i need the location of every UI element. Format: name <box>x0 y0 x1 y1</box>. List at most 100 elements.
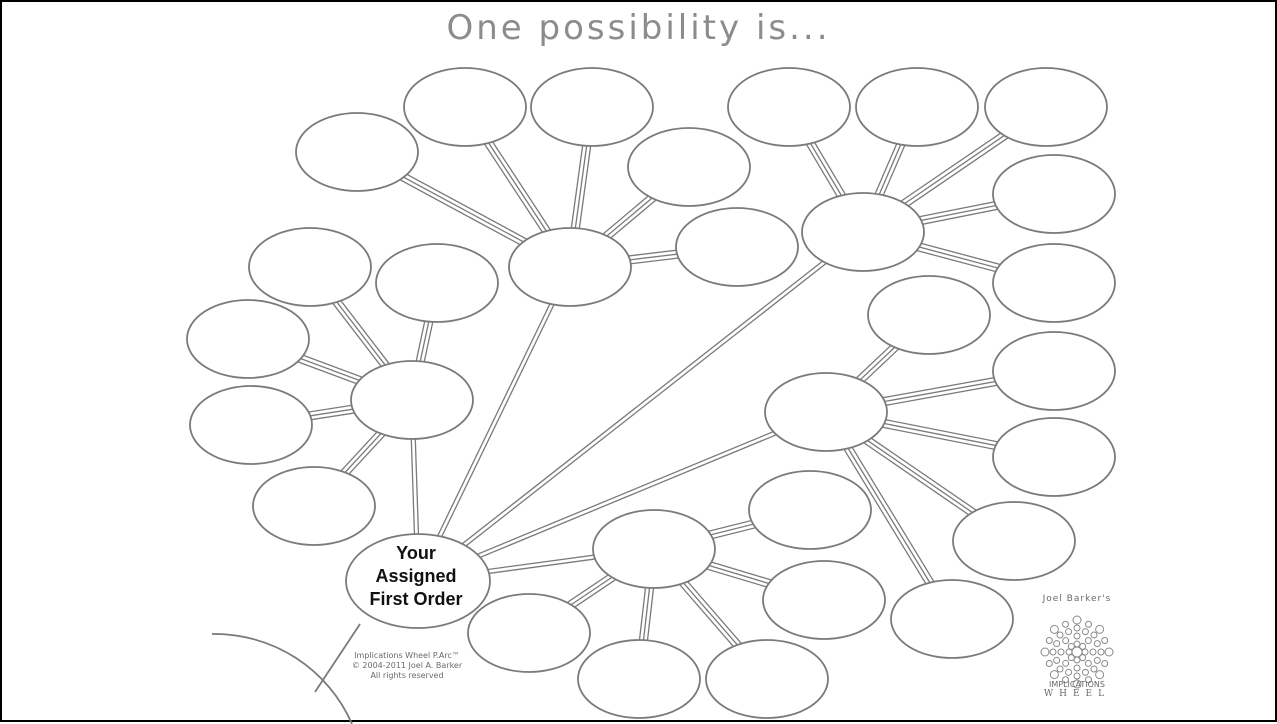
logo-dot <box>1062 637 1070 645</box>
center-label-line1: Your <box>396 543 436 563</box>
implications-wheel-logo-icon <box>1040 615 1114 689</box>
root-connector <box>314 623 361 693</box>
logo-dot <box>1056 631 1064 639</box>
logo-dot <box>1084 620 1092 628</box>
logo-dot <box>1079 654 1087 662</box>
logo-dot <box>1062 620 1070 628</box>
joel-barker-logo: Joel Barker's IMPLICATIONS WHEEL <box>1032 594 1122 699</box>
logo-center-dot <box>1071 646 1083 658</box>
logo-dot <box>1101 637 1109 645</box>
logo-dot <box>1062 676 1070 684</box>
node-bubble-n5d <box>577 639 701 719</box>
node-bubble-n3d <box>189 385 313 465</box>
logo-dot <box>1057 648 1065 656</box>
logo-dot <box>1049 624 1059 634</box>
node-bubble-n4e <box>890 579 1014 659</box>
node-bubble-n3b <box>375 243 499 323</box>
logo-dot <box>1081 668 1089 676</box>
logo-dot <box>1095 624 1105 634</box>
first-order-connector-2-2 <box>418 233 865 584</box>
copyright-notice: Implications Wheel P.Arc™ © 2004-2011 Jo… <box>337 651 477 681</box>
bubble-group <box>186 67 1116 719</box>
logo-bottom-text2: WHEEL <box>1043 689 1111 699</box>
logo-dot <box>1065 668 1073 676</box>
node-bubble-n2 <box>801 192 925 272</box>
logo-dot <box>1053 656 1061 664</box>
logo-dot <box>1067 642 1075 650</box>
logo-dot <box>1073 632 1081 640</box>
node-bubble-n1b <box>403 67 527 147</box>
node-bubble-n4c <box>992 417 1116 497</box>
center-node-bubble <box>345 533 491 629</box>
logo-dot <box>1104 647 1114 657</box>
first-order-connector-4-1 <box>416 409 826 580</box>
root-event-arc <box>211 633 353 724</box>
logo-dot <box>1084 659 1092 667</box>
logo-dot <box>1090 665 1098 673</box>
logo-dot <box>1049 648 1057 656</box>
first-order-connector-2-1 <box>416 229 863 580</box>
node-bubble-n3a <box>248 227 372 307</box>
logo-dot <box>1049 670 1059 680</box>
logo-dot <box>1089 648 1097 656</box>
logo-dot <box>1045 637 1053 645</box>
copyright-line1: Implications Wheel P.Arc™ <box>354 651 460 660</box>
logo-dot <box>1053 640 1061 648</box>
node-bubble-n5 <box>592 509 716 589</box>
logo-dot <box>1073 672 1081 680</box>
first-order-connector-1-1 <box>415 265 569 581</box>
logo-bottom-text: IMPLICATIONS <box>1049 680 1105 689</box>
node-bubble-n2b <box>855 67 979 147</box>
node-bubble-n1e <box>675 207 799 287</box>
node-bubble-n1d <box>627 127 751 207</box>
logo-dot <box>1097 648 1105 656</box>
logo-dot <box>1095 670 1105 680</box>
logo-dot <box>1056 665 1064 673</box>
node-bubble-n2e <box>992 243 1116 323</box>
logo-dot <box>1084 676 1092 684</box>
logo-dot <box>1084 637 1092 645</box>
node-bubble-n5e <box>705 639 829 719</box>
node-bubble-n5b <box>762 560 886 640</box>
logo-top-text: Joel Barker's <box>1042 594 1112 604</box>
logo-dot <box>1093 640 1101 648</box>
logo-dot <box>1072 679 1082 689</box>
first-order-connector-1-2 <box>419 267 573 583</box>
logo-dot <box>1101 659 1109 667</box>
slide-title: One possibility is... <box>446 8 831 48</box>
logo-dot <box>1093 656 1101 664</box>
first-order-connector-4-2 <box>418 413 828 584</box>
node-bubble-n5a <box>748 470 872 550</box>
logo-dot <box>1067 654 1075 662</box>
copyright-line2: © 2004-2011 Joel A. Barker <box>351 661 463 670</box>
node-bubble-n3c <box>186 299 310 379</box>
node-bubble-n4a <box>867 275 991 355</box>
node-bubble-n2c <box>984 67 1108 147</box>
logo-dot <box>1045 659 1053 667</box>
logo-dot <box>1072 615 1082 625</box>
node-bubble-n1 <box>508 227 632 307</box>
logo-dot <box>1073 664 1081 672</box>
logo-dot <box>1081 628 1089 636</box>
center-label-line3: First Order <box>369 589 463 609</box>
logo-dot <box>1079 642 1087 650</box>
node-bubble-n5c <box>467 593 591 673</box>
center-label-line2: Assigned <box>375 566 457 586</box>
logo-graphic-space <box>1032 604 1122 678</box>
logo-dot <box>1065 628 1073 636</box>
node-bubble-n4 <box>764 372 888 452</box>
logo-dot <box>1090 631 1098 639</box>
node-bubble-n2a <box>727 67 851 147</box>
logo-dot <box>1040 647 1050 657</box>
node-bubble-n1c <box>530 67 654 147</box>
copyright-line3: All rights reserved <box>370 671 444 680</box>
node-bubble-n4b <box>992 331 1116 411</box>
node-bubble-n2d <box>992 154 1116 234</box>
center-node-label: Your Assigned First Order <box>354 542 478 611</box>
node-bubble-n1a <box>295 112 419 192</box>
logo-dot <box>1062 659 1070 667</box>
node-bubble-n3e <box>252 466 376 546</box>
node-bubble-n3 <box>350 360 474 440</box>
